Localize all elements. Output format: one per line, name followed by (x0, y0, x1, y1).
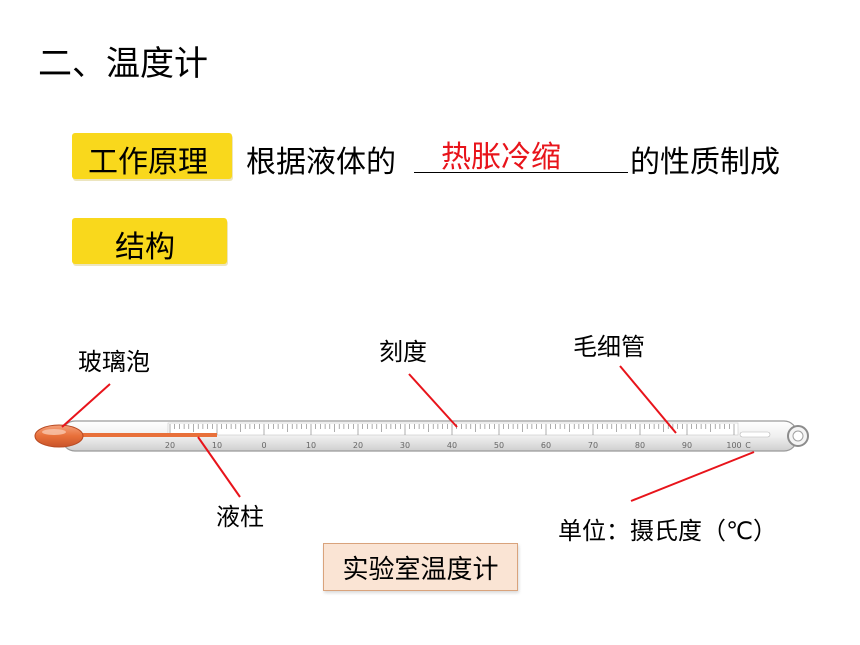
bulb-label: 玻璃泡 (78, 348, 150, 376)
glass-bulb (34, 424, 84, 448)
caption-box: 实验室温度计 (323, 543, 518, 591)
section-title: 二、温度计 (38, 44, 208, 84)
capillary-label: 毛细管 (573, 333, 645, 361)
scale-tick-label: 50 (494, 441, 504, 450)
liquid-column-pointer (197, 436, 241, 498)
scale-tick-label: 90 (682, 441, 692, 450)
principle-answer: 热胀冷缩 (441, 140, 561, 175)
bulb-pointer (61, 383, 111, 428)
scale-tick-label: 100 (726, 441, 741, 450)
structure-label-box (72, 218, 227, 264)
scale-pointer (408, 373, 458, 428)
scale-tick-label: 0 (261, 441, 266, 450)
scale-unit-symbol: C (745, 441, 751, 450)
structure-label: 结构 (115, 230, 175, 265)
scale-tick-label: 30 (400, 441, 410, 450)
unit-pointer (630, 451, 755, 502)
scale-ticks (169, 424, 735, 435)
scale-label: 刻度 (379, 338, 427, 366)
answer-blank (414, 171, 628, 173)
scale-tick-label: 70 (588, 441, 598, 450)
scale-tick-label: 80 (635, 441, 645, 450)
liquid-column-label: 液柱 (216, 503, 264, 531)
scale-tick-label: 10 (306, 441, 316, 450)
scale-strip (167, 422, 739, 436)
scale-tick-label: 40 (447, 441, 457, 450)
capillary-end (739, 431, 771, 438)
liquid-column (78, 433, 217, 437)
unit-label: 单位：摄氏度（℃） (558, 517, 777, 545)
scale-tick-label: 10 (212, 441, 222, 450)
scale-tick-label: 20 (353, 441, 363, 450)
principle-label-box (72, 133, 232, 179)
capillary-pointer (619, 365, 677, 434)
principle-label: 工作原理 (88, 145, 208, 180)
principle-suffix: 的性质制成 (630, 145, 780, 180)
scale-tick-label: 60 (541, 441, 551, 450)
principle-prefix: 根据液体的 (246, 145, 396, 180)
scale-tick-label: 20 (165, 441, 175, 450)
